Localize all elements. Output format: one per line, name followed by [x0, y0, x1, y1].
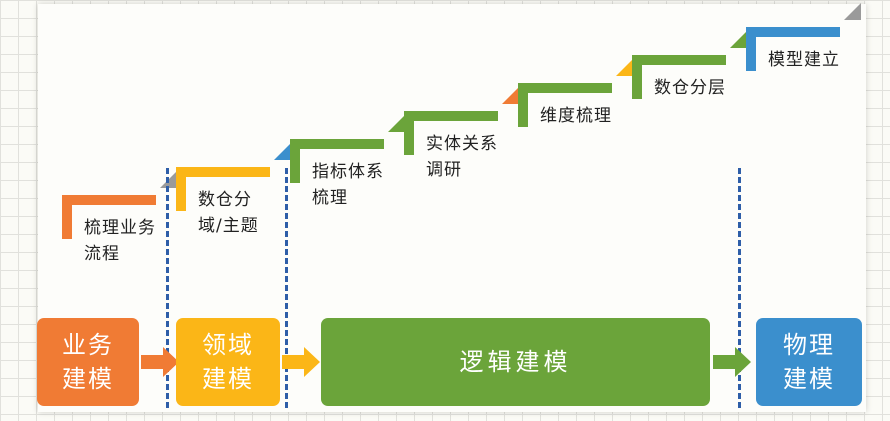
step-corner-triangle [274, 143, 291, 160]
step-corner-triangle [730, 31, 747, 48]
step-entity-relation: 实体关系调研 [404, 87, 519, 231]
stage-label: 领域建模 [202, 331, 254, 393]
step-business-process: 梳理业务流程 [62, 171, 177, 315]
step-label: 数仓分层 [654, 78, 726, 98]
stage-divider-line [738, 168, 741, 408]
step-warehouse-layering: 数仓分层 [632, 31, 747, 175]
step-bar [746, 27, 840, 37]
step-bar [632, 55, 726, 65]
stage-label: 物理建模 [783, 331, 835, 393]
step-dimension: 维度梳理 [518, 59, 633, 203]
step-post [518, 83, 528, 127]
stage-logical-modeling: 逻辑建模 [321, 318, 710, 406]
step-bar [62, 195, 156, 205]
step-bar [518, 83, 612, 93]
step-label: 实体关系调研 [426, 134, 498, 180]
step-post [290, 139, 300, 183]
step-bar [404, 111, 498, 121]
step-label: 梳理业务流程 [84, 218, 156, 264]
step-corner-triangle [844, 3, 861, 20]
stage-business-modeling: 业务建模 [37, 318, 139, 406]
step-bar [290, 139, 384, 149]
step-corner-triangle [388, 115, 405, 132]
arrow-right-icon [713, 347, 751, 377]
step-corner-triangle [502, 87, 519, 104]
step-post [746, 27, 756, 71]
arrow-right-icon [282, 347, 320, 377]
step-post [176, 167, 186, 211]
arrow-right-icon [141, 347, 179, 377]
step-model-building: 模型建立 [746, 3, 861, 147]
step-corner-triangle [616, 59, 633, 76]
step-label: 数仓分域/主题 [198, 190, 259, 236]
step-domain-subject: 数仓分域/主题 [176, 143, 291, 287]
step-bar [176, 167, 270, 177]
step-label: 维度梳理 [540, 106, 612, 126]
step-post [62, 195, 72, 239]
stage-divider-line [166, 168, 169, 408]
step-label: 指标体系梳理 [312, 162, 384, 208]
step-label: 模型建立 [768, 50, 840, 70]
step-post [632, 55, 642, 99]
stage-domain-modeling: 领域建模 [176, 318, 280, 406]
stage-label: 逻辑建模 [459, 348, 572, 376]
stage-divider-line [285, 168, 288, 408]
stage-physical-modeling: 物理建模 [756, 318, 862, 406]
step-post [404, 111, 414, 155]
step-metric-system: 指标体系梳理 [290, 115, 405, 259]
stage-label: 业务建模 [62, 331, 114, 393]
